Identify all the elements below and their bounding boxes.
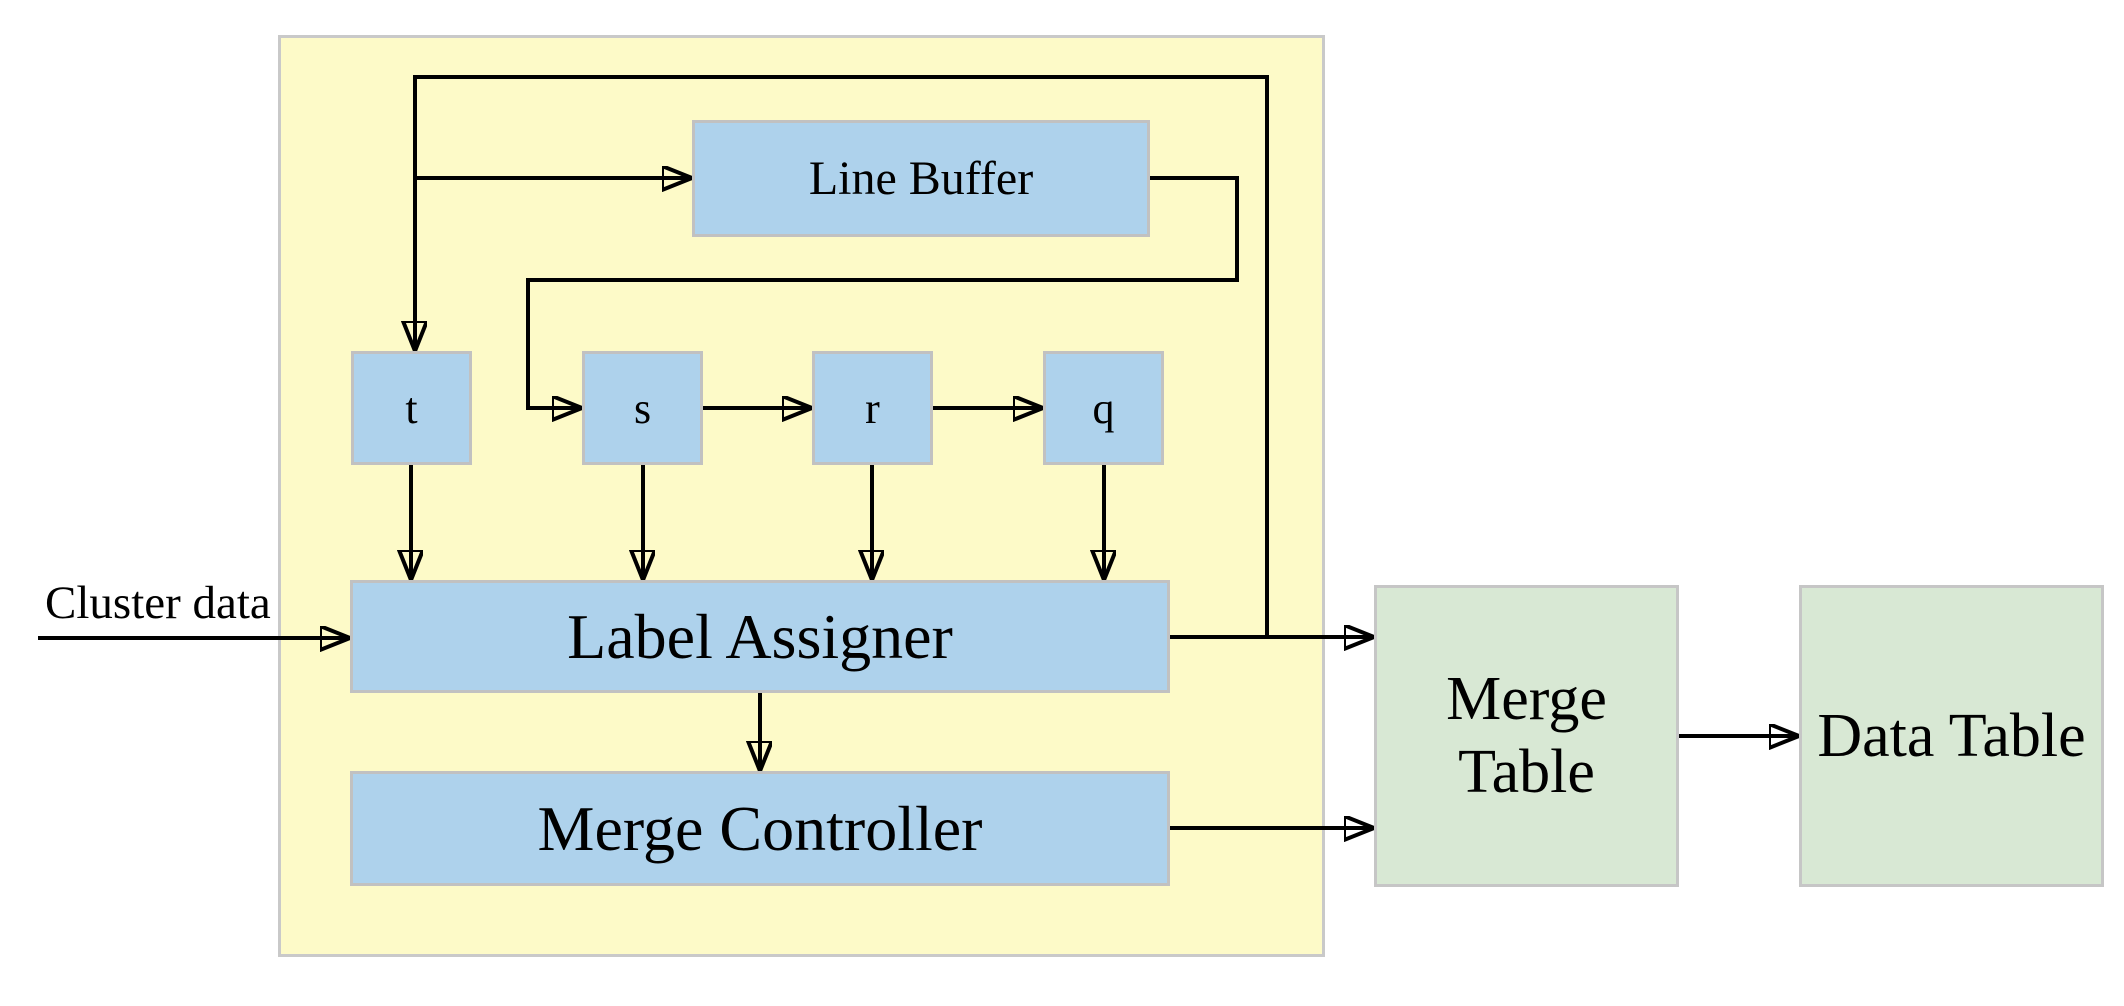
node-label-assigner-label: Label Assigner: [567, 600, 953, 672]
node-line-buffer: Line Buffer: [692, 120, 1150, 237]
edge-feedback-top-to-t: [415, 75, 1269, 637]
node-merge-table-label-line1: Merge: [1446, 665, 1607, 734]
node-register-r-label: r: [865, 383, 880, 433]
node-register-q: q: [1043, 351, 1164, 465]
node-register-q-label: q: [1092, 383, 1115, 433]
node-data-table: Data Table: [1799, 585, 2104, 887]
node-merge-controller: Merge Controller: [350, 771, 1170, 886]
node-register-t: t: [351, 351, 472, 465]
node-merge-controller-label: Merge Controller: [537, 792, 983, 864]
node-register-s-label: s: [633, 383, 652, 433]
cluster-data-label: Cluster data: [45, 577, 271, 629]
node-merge-table: Merge Table: [1374, 585, 1679, 887]
edge-line-buffer-to-s: [526, 176, 1239, 408]
node-line-buffer-label: Line Buffer: [808, 152, 1034, 205]
node-label-assigner: Label Assigner: [350, 580, 1170, 693]
node-register-s: s: [582, 351, 703, 465]
node-data-table-label: Data Table: [1817, 701, 2086, 770]
node-register-t-label: t: [405, 383, 418, 433]
node-merge-table-label-line2: Table: [1458, 738, 1595, 806]
node-register-r: r: [812, 351, 933, 465]
